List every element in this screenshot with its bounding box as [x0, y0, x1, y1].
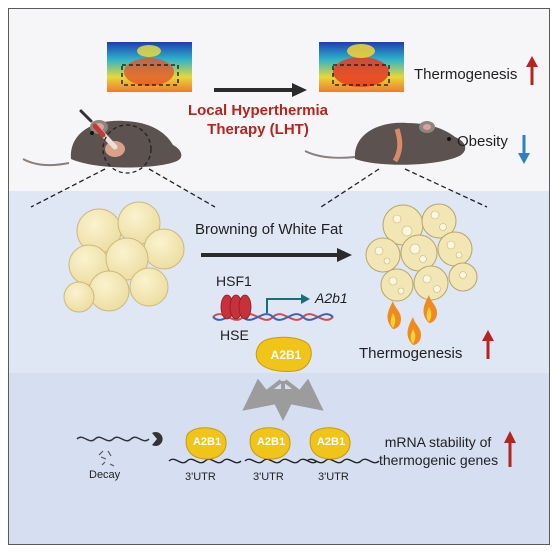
- thermogenesis-up-arrow-top: [526, 56, 538, 85]
- mouse-treated: [304, 121, 466, 165]
- mrna-stability-line1: mRNA stability of: [384, 434, 492, 450]
- zoom-line-right-a: [320, 168, 380, 208]
- mouse-with-probe: [22, 109, 182, 174]
- zoom-line-right-b: [404, 168, 488, 208]
- graphical-abstract: Thermogenesis Local Hyperthermia Therapy…: [8, 8, 550, 545]
- thermogenesis-up-arrow-mid: [482, 330, 494, 359]
- beige-fat-cluster: [365, 203, 478, 302]
- a2b1-label-2: A2B1: [256, 436, 286, 448]
- browning-label: Browning of White Fat: [195, 221, 343, 238]
- browning-arrow: [201, 248, 352, 262]
- a2b1-bound-2: [244, 427, 318, 464]
- mrna-stability-line2: thermogenic genes: [379, 452, 499, 468]
- obesity-label: Obesity: [457, 133, 508, 150]
- therapy-title-line2: Therapy (LHT): [207, 121, 309, 138]
- split-arrows: [242, 378, 324, 421]
- decaying-mrna: [76, 432, 163, 467]
- utr-label-3: 3'UTR: [318, 471, 349, 483]
- a2b1-bound-3: [306, 427, 380, 464]
- mrna-stability-up-arrow: [504, 431, 516, 467]
- transcription-arrow: [266, 294, 310, 313]
- treatment-arrow: [214, 83, 307, 97]
- utr-label-2: 3'UTR: [253, 471, 284, 483]
- thermal-image-before: [107, 42, 192, 92]
- a2b1-bound-1: [168, 427, 242, 464]
- hse-label: HSE: [220, 327, 249, 343]
- white-fat-cluster: [63, 201, 185, 313]
- mrna-stability-label: mRNA stability of thermogenic genes: [379, 433, 499, 469]
- beige-fat-droplets: [374, 210, 467, 295]
- zoom-line-left-b: [148, 168, 216, 208]
- thermogenesis-label-top: Thermogenesis: [414, 66, 518, 83]
- hsf1-protein: [220, 294, 252, 320]
- thermogenesis-label-mid: Thermogenesis: [359, 345, 463, 362]
- a2b1-protein-main: [255, 336, 312, 372]
- utr-label-1: 3'UTR: [185, 471, 216, 483]
- a2b1-label-main: A2B1: [270, 348, 302, 362]
- thermal-image-after: [319, 42, 404, 92]
- diagram-canvas: [22, 42, 538, 467]
- a2b1-label-3: A2B1: [316, 436, 346, 448]
- obesity-down-arrow: [518, 135, 530, 164]
- hsf1-label: HSF1: [216, 273, 252, 289]
- decay-label: Decay: [89, 469, 121, 481]
- zoom-line-left-a: [30, 168, 106, 208]
- a2b1-label-1: A2B1: [192, 436, 222, 448]
- fire-icons: [387, 295, 437, 345]
- therapy-title-line1: Local Hyperthermia: [187, 102, 329, 119]
- therapy-title: Local Hyperthermia Therapy (LHT): [179, 101, 337, 139]
- gene-label: A2b1: [315, 290, 348, 306]
